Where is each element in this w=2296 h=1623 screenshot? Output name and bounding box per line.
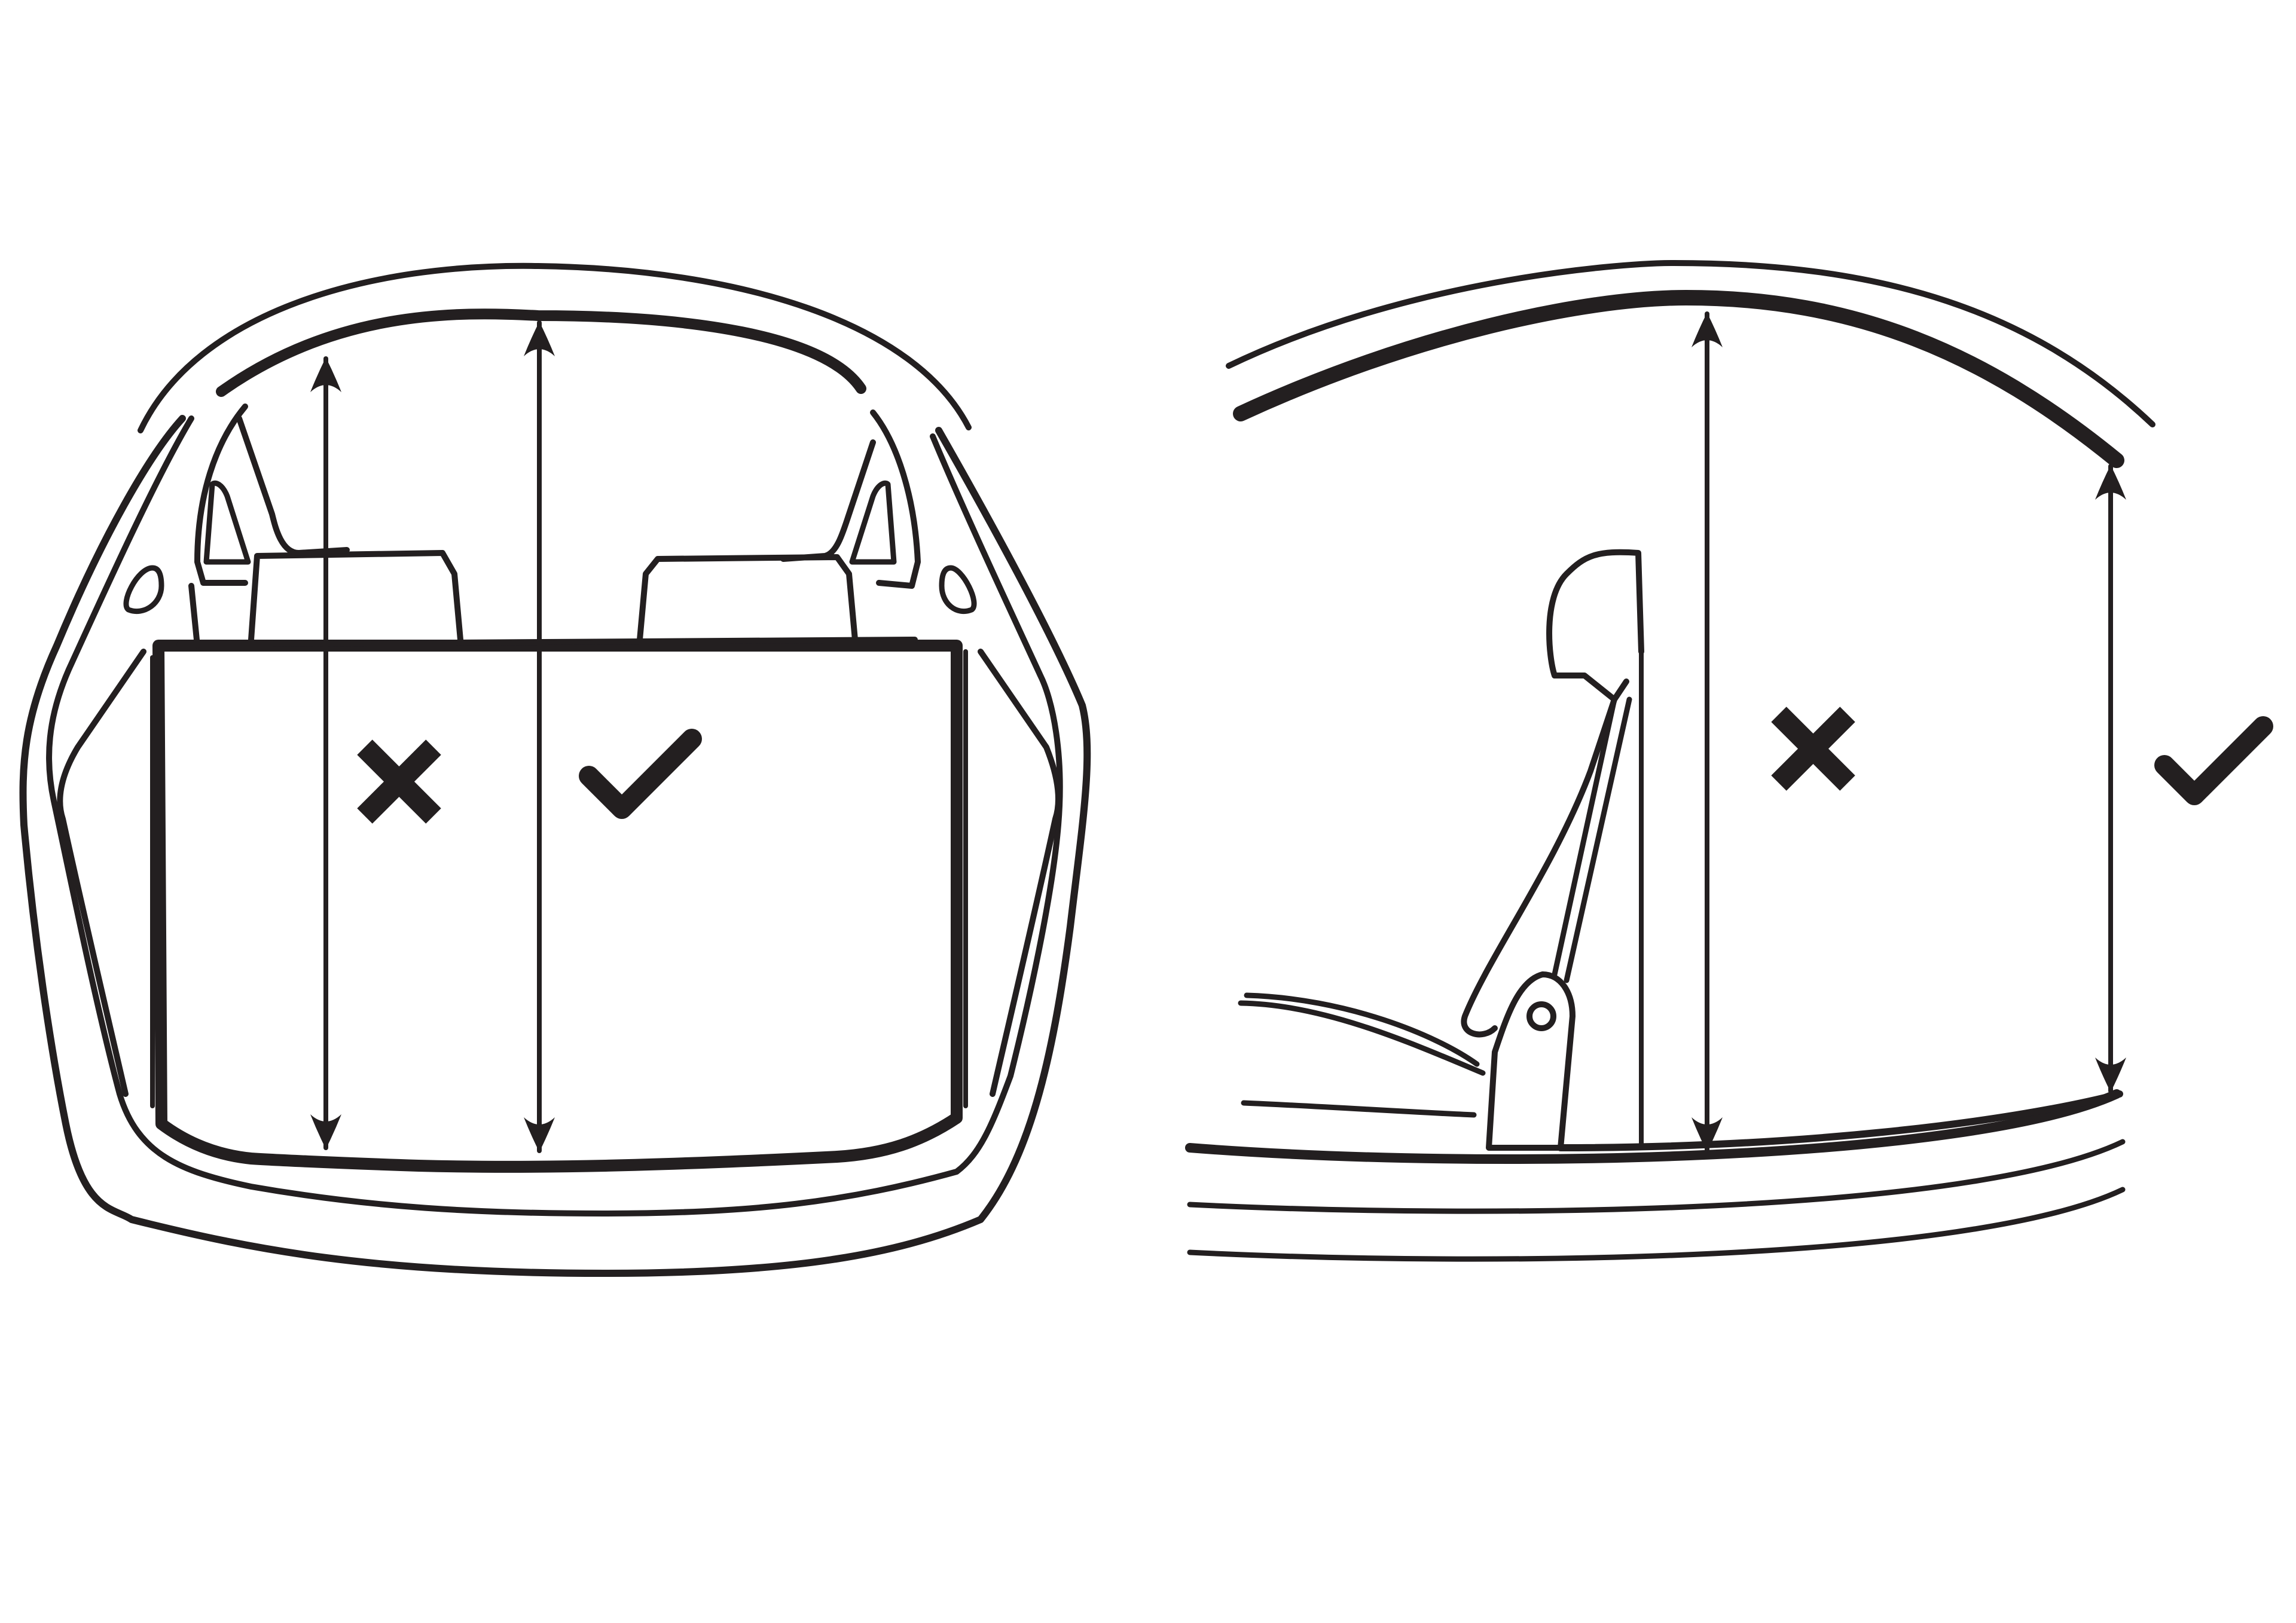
car-body-inner-outline	[46, 415, 1063, 1217]
cargo-floor-outline	[152, 640, 963, 1173]
side-cargo-floor-deck	[1557, 1090, 2123, 1151]
left-window-cutout	[123, 480, 251, 615]
right-seat-frame	[780, 409, 921, 589]
side-roof-outer-line	[1226, 260, 2155, 427]
side-floor-line-3	[1187, 1187, 2126, 1262]
seat-strut	[1552, 696, 1632, 983]
seat-pivot-bolt	[1526, 1001, 1556, 1031]
side-cargo-floor	[1241, 1100, 1477, 1118]
side-floor-line-2	[1187, 1139, 2126, 1214]
rear-seat-back	[188, 550, 858, 649]
seat-backrest	[1461, 549, 1644, 1038]
rear-cross-icon	[357, 739, 441, 824]
side-cross-icon	[1771, 707, 1855, 791]
side-view-panel	[1185, 260, 2273, 1262]
rear-check-icon	[579, 729, 702, 819]
side-roof-inner-line	[1233, 290, 2124, 468]
side-check-icon	[2154, 716, 2273, 805]
right-quarter-panel	[978, 649, 1061, 1097]
roof-outer-line	[138, 262, 972, 433]
left-quarter-panel	[57, 649, 146, 1097]
rear-seat-profile	[1238, 992, 1486, 1076]
right-window-cutout	[849, 480, 977, 615]
car-body-outline	[19, 415, 1091, 1277]
seat-pivot	[1486, 971, 1576, 1151]
roof-inner-line	[216, 308, 866, 397]
rear-view-panel	[19, 262, 1091, 1277]
left-seat-frame	[194, 404, 350, 586]
side-floor-line-1	[1185, 1089, 2121, 1164]
